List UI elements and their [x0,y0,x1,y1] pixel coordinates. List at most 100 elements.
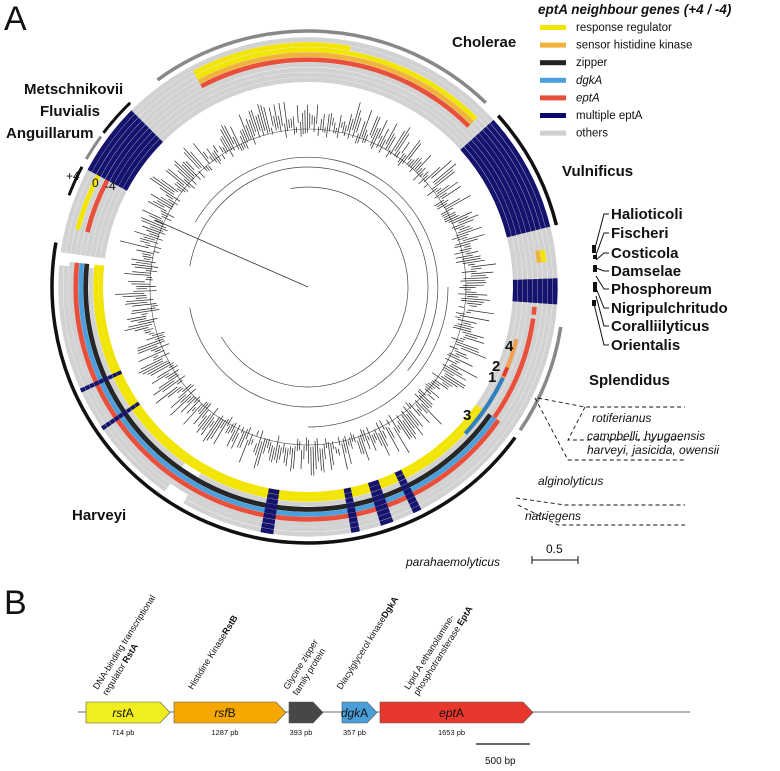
tree-branch [257,104,266,132]
tree-branch [471,263,497,268]
ring-segment [100,121,146,179]
clade-arc [496,114,559,226]
tree-branch [245,124,252,140]
ring-segment [130,404,136,411]
tree-branch [283,447,287,463]
numbered-subclade-arcs [463,338,519,435]
gene-description-rsfB: Histidine KinaseRstB [186,613,240,691]
tree-branch [183,152,200,170]
tree-branch [435,187,442,193]
tree-branch [181,164,195,177]
tree-branch [209,420,215,428]
species-label-parahaemolyticus: parahaemolyticus [405,555,500,569]
tree-branch [344,435,352,464]
tree-branch [455,353,469,360]
ring-segment [349,521,359,528]
tree-branch [444,215,459,223]
tree-branch [219,138,229,152]
tree-branch [122,295,147,298]
tree-branch [257,438,266,466]
tree-branch [347,114,353,131]
tree-branch [133,290,157,292]
tree-branch [183,403,203,425]
tree-branch [451,337,464,343]
tree-branch [452,326,472,333]
legend-title-text: eptA neighbour genes (+4 / -4) [538,2,732,17]
ring-segment [537,278,543,304]
ring-segment [344,492,353,499]
tree-branch [434,379,448,390]
legend-swatch [540,25,566,30]
tree-branch [124,323,152,332]
tree-branch [434,199,445,207]
tree-branch [170,394,187,408]
tree-branch [427,382,436,389]
gene-description-zipper: Glycine zipperfamily protein [281,638,329,697]
ring-segment [265,503,278,510]
tree-branch [190,151,208,172]
gene-name-rsfB: rsfB [214,706,235,720]
tree-branch [289,446,292,455]
tree-branch [132,271,152,274]
ring-segment [111,372,118,378]
tree-branch [146,229,159,235]
tree-branch [352,434,356,443]
tree-branch [149,233,160,238]
legend-item-label: multiple eptA [576,110,643,122]
tree-branch [134,327,149,332]
tree-branch [137,338,164,349]
ring-segment [96,117,142,177]
ring-segment [105,421,112,428]
ring-segment [193,42,351,76]
subclade-arc-1-2 [501,366,510,378]
tree-branch [394,133,410,157]
tree-branch [454,250,471,255]
ring-scale-minus4: -4 [105,179,116,193]
tree-branch [401,414,416,435]
tree-branch [131,263,159,268]
tree-branch [389,130,406,155]
tree-branch [375,422,389,447]
tree-branch [201,407,219,431]
tree-branch [183,179,195,189]
tree-branch [320,118,322,131]
tree-branch [152,176,175,193]
ring-segment [114,131,156,187]
tree-branch [232,136,240,150]
tree-branch [197,415,207,427]
tree-branch [402,140,421,164]
tree-branch [367,435,370,441]
legend-swatch [540,113,566,118]
ring-segment [396,474,406,482]
tree-branch [342,438,347,454]
tree-branch [208,165,213,171]
subclade-arc-3 [471,377,505,427]
tree-scale-bar: 0.5 [531,542,579,564]
legend-swatch [540,60,566,66]
legend-title: eptA neighbour genes (+4 / -4) [538,2,732,17]
tree-branch [145,270,158,273]
tree-branch [388,427,395,438]
ring-segment [379,517,394,526]
tree-branch [202,151,209,159]
tree-branch [462,259,485,264]
tree-branch [397,154,407,167]
ring-segment [401,483,410,491]
legend-swatch [540,42,566,48]
tree-branch [153,355,159,359]
legend-swatch [540,130,566,136]
tree-branch [401,141,410,154]
tree-branch [124,273,150,276]
tree-branch [160,179,179,193]
ring-segment [105,124,149,182]
tree-branch [213,150,222,161]
tree-branch [465,311,472,314]
tree-branch [155,386,178,404]
ring-segment [369,484,382,493]
gene-name-eptA: eptA [439,706,464,720]
tree-branch [422,171,429,177]
ring-segment [373,498,387,507]
tree-branch [459,225,471,231]
tree-scale-label: 0.5 [546,542,563,556]
tree-branch [462,255,481,260]
